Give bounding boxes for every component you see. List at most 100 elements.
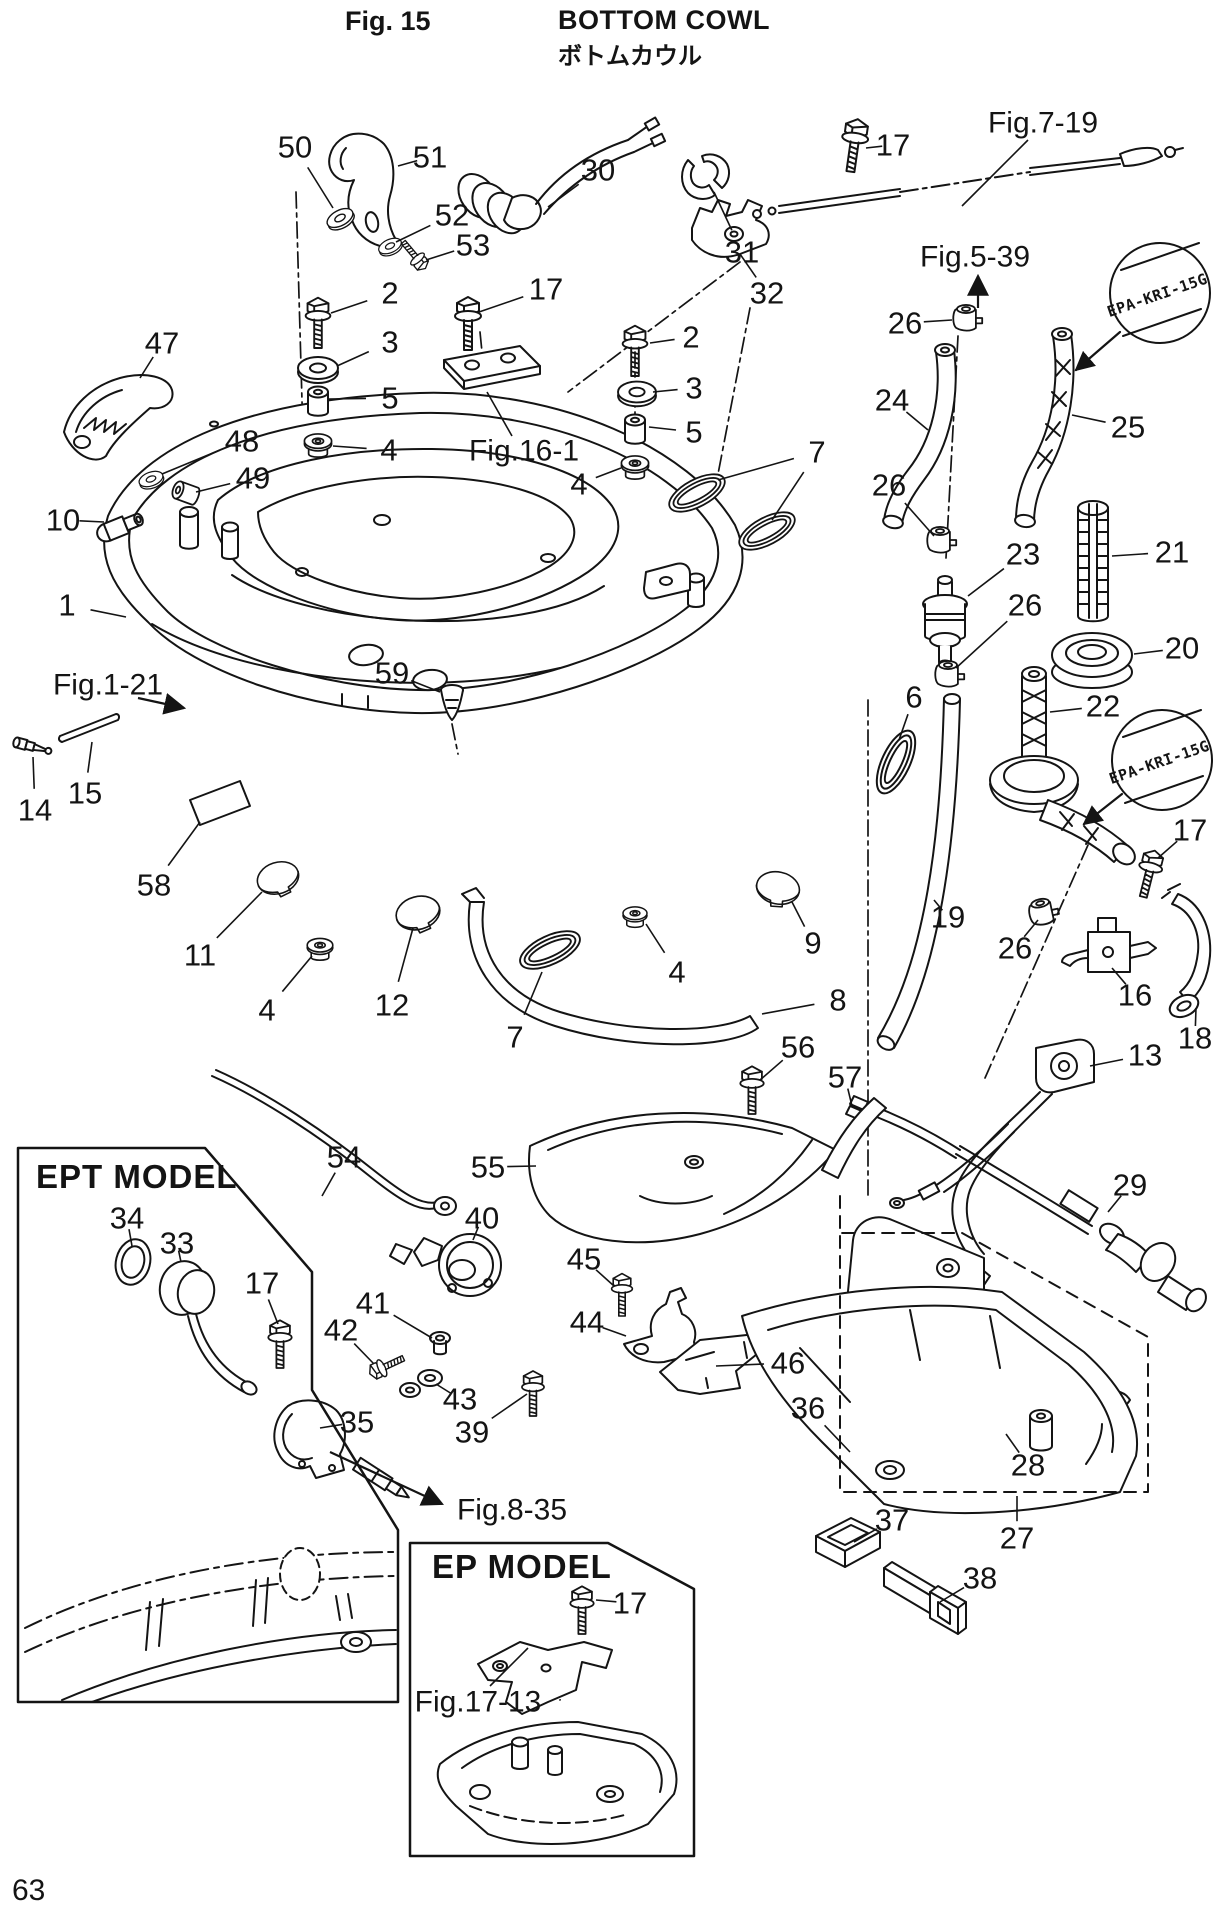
callout-6: 6: [905, 680, 922, 715]
figref-Fig.1-21: Fig.1-21: [53, 669, 163, 702]
part-hose-24: [882, 343, 957, 530]
figref-Fig.7-19: Fig.7-19: [988, 107, 1098, 140]
leader-38: [939, 1586, 965, 1603]
leader-40: [472, 1226, 480, 1241]
part-bracket-44: [623, 1287, 697, 1364]
part-bottom-cowl: [103, 391, 744, 715]
leader-17: [478, 296, 524, 313]
callout-26: 26: [998, 931, 1032, 966]
figref-Fig.16-1: Fig.16-1: [469, 435, 579, 468]
leader-34: [128, 1229, 133, 1247]
leader-4: [281, 955, 313, 993]
callout-29: 29: [1113, 1168, 1147, 1203]
callout-57: 57: [828, 1060, 862, 1095]
leader-54: [321, 1172, 336, 1197]
callout-54: 54: [327, 1140, 361, 1175]
leader-37: [853, 1528, 878, 1543]
leader-42: [353, 1343, 375, 1365]
part-push-pin-59: [440, 684, 464, 721]
leader-3: [336, 350, 370, 367]
callout-55: 55: [471, 1150, 505, 1185]
callout-7: 7: [808, 435, 825, 470]
callout-30: 30: [581, 153, 615, 188]
leader-30: [547, 183, 580, 208]
part-friction-plate-40: [389, 1233, 502, 1297]
leader-25: [1071, 414, 1106, 423]
leader-59: [410, 679, 441, 693]
figref-Fig.5-39: Fig.5-39: [920, 241, 1030, 274]
leader-39: [491, 1393, 528, 1420]
part-cap-33: [158, 1260, 258, 1396]
page-title-ja: ボトムカウル: [558, 43, 702, 70]
ep-model-label: EP MODEL: [432, 1548, 612, 1585]
leader-43: [435, 1383, 451, 1394]
callout-9: 9: [804, 926, 821, 961]
leader-41: [393, 1314, 433, 1339]
callout-20: 20: [1165, 631, 1199, 666]
part-stopper-47: [63, 374, 174, 461]
leader-16: [1111, 967, 1127, 985]
leader-9: [791, 901, 806, 927]
part-ring-34: [114, 1238, 152, 1286]
part-anchor-35: [273, 1399, 346, 1479]
callout-26: 26: [1008, 588, 1042, 623]
part-ep-casting: [436, 1721, 678, 1845]
callout-52: 52: [435, 198, 469, 233]
leader-7: [717, 457, 795, 481]
callout-39: 39: [455, 1415, 489, 1450]
part-clamp-plate-46: [659, 1333, 763, 1395]
part-clamp-stay-18: [1161, 883, 1212, 1019]
leader-57: [847, 1088, 853, 1107]
callout-44: 44: [570, 1305, 604, 1340]
leader-5: [328, 397, 367, 400]
callout-31: 31: [725, 235, 759, 270]
callout-3: 3: [685, 371, 702, 406]
ept-cowl-section-sketch: [24, 1547, 397, 1703]
leader-51: [397, 159, 418, 167]
callout-19: 19: [931, 900, 965, 935]
leader-45: [595, 1269, 615, 1287]
callout-12: 12: [375, 988, 409, 1023]
leader-2: [649, 338, 675, 344]
ref-line-Fig.17-13: [489, 1647, 529, 1687]
leader-3: [652, 388, 678, 393]
leader-53: [425, 250, 455, 261]
callout-34: 34: [110, 1201, 144, 1236]
page-number: 63: [12, 1874, 46, 1907]
callout-22: 22: [1086, 689, 1120, 724]
part-hose-25: [1014, 327, 1075, 529]
leader-15: [87, 741, 93, 773]
leader-8: [761, 1003, 815, 1015]
part-bushing-41: [429, 1331, 451, 1356]
callout-24: 24: [875, 383, 909, 418]
leader-26: [904, 502, 935, 537]
part-plate-fig16-1: [443, 345, 541, 390]
callout-13: 13: [1128, 1038, 1162, 1073]
ref-line-Fig.8-35: [329, 1451, 444, 1506]
leader-26: [1023, 919, 1039, 938]
part-valve-16: [1061, 917, 1157, 973]
leader-56: [759, 1059, 784, 1081]
part-tube-21: [1077, 500, 1109, 623]
page-title: BOTTOM COWL: [558, 5, 770, 35]
leader-18: [1194, 1007, 1197, 1027]
leader-36: [823, 1424, 851, 1453]
callout-53: 53: [456, 228, 490, 263]
epa-sticker-1: [1074, 242, 1211, 372]
leader-46: [715, 1363, 765, 1367]
callout-2: 2: [682, 320, 699, 355]
leader-26: [955, 620, 1008, 669]
part-label-plate-58: [189, 780, 251, 826]
callout-45: 45: [567, 1242, 601, 1277]
part-plug-38: [883, 1561, 967, 1635]
callout-3: 3: [381, 325, 398, 360]
callout-5: 5: [381, 381, 398, 416]
leader-2: [330, 299, 368, 314]
callout-58: 58: [137, 868, 171, 903]
callout-15: 15: [68, 776, 102, 811]
leader-11: [216, 891, 263, 939]
callout-17: 17: [1173, 813, 1207, 848]
ref-line-Fig.16-1: [486, 391, 513, 437]
leader-4: [595, 467, 622, 479]
